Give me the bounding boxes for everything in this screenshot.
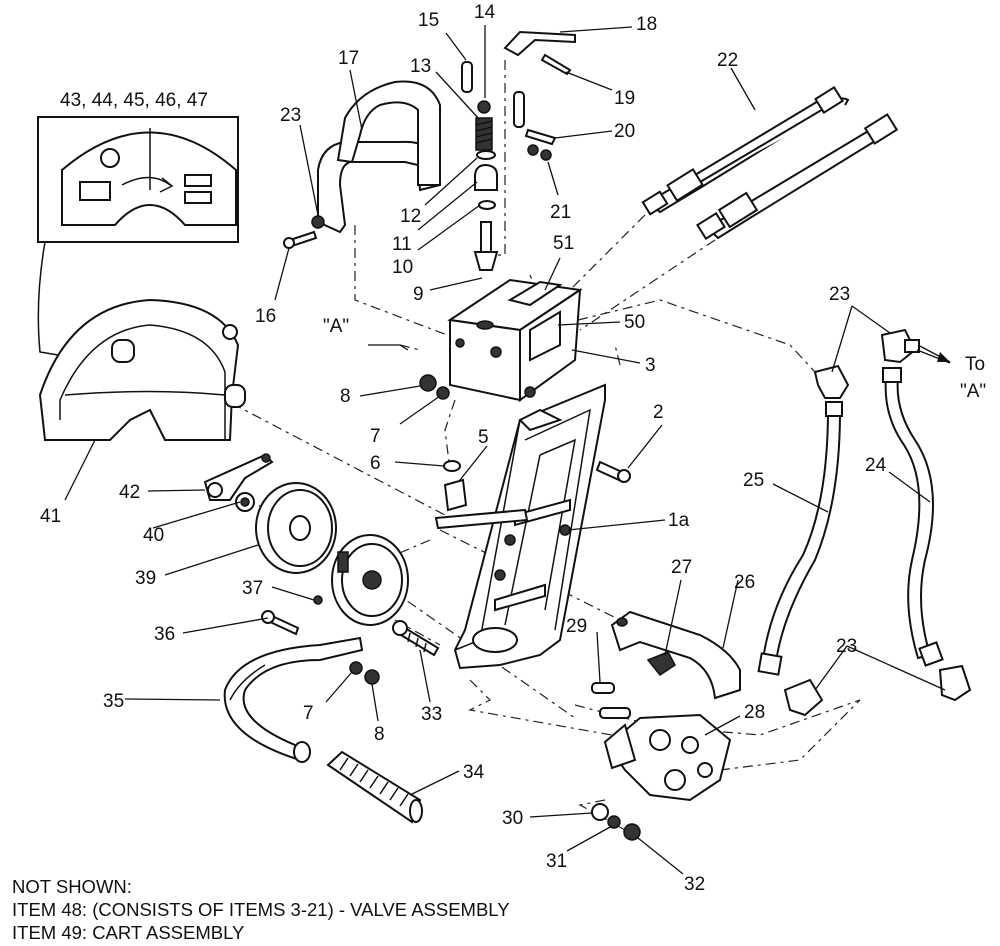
callout-label: 26 [734,572,755,593]
washer-7-lower [349,661,363,675]
callout-label: 28 [744,702,765,723]
notes-item-48: ITEM 48: (CONSISTS OF ITEMS 3-21) - VALV… [12,899,510,920]
callout-label: 19 [614,88,635,109]
notes-heading: NOT SHOWN: [12,876,132,897]
frame-1a [434,383,606,670]
callout-label: 15 [418,10,439,31]
callout-label: 7 [370,426,381,447]
callout-label: 16 [255,306,276,327]
callout-label: 1a [668,510,690,531]
hose-24 [884,377,934,660]
callout-label: 23 [280,105,301,126]
callout-label: "A" [960,381,986,402]
callout-label: 9 [413,284,424,305]
nut-32 [623,823,641,841]
callout-label: 8 [340,386,351,407]
callout-label: 21 [550,202,571,223]
pin-29 [591,682,615,694]
callout-label: 13 [410,56,431,77]
nut-8-lower [364,669,380,685]
callout-label: 50 [624,312,645,333]
callout-label: 14 [474,2,496,23]
callout-labels: 43, 44, 45, 46, 47 23 17 15 14 13 18 19 … [40,2,986,895]
handlebar-35 [223,636,364,763]
valve-body-3 [447,278,583,402]
callout-label: 7 [303,703,314,724]
callout-label: 29 [566,616,587,637]
callout-label: 31 [546,851,567,872]
not-shown-notes: NOT SHOWN: ITEM 48: (CONSISTS OF ITEMS 3… [12,875,510,944]
callout-label: 23 [829,284,850,305]
nut-8-upper [419,374,437,392]
callout-label: To [965,354,985,375]
valve-small-parts [461,30,576,271]
callout-label: 37 [242,578,263,599]
fitting-5 [443,478,468,512]
callout-label: 5 [478,427,489,448]
tension-arm-42 [203,453,274,501]
callout-label: 8 [374,724,385,745]
decal-inset [37,116,239,356]
callout-label: 33 [421,704,442,725]
handle-17 [311,80,442,234]
blade-guard-41 [38,298,246,441]
notes-item-49: ITEM 49: CART ASSEMBLY [12,922,245,943]
callout-label: 11 [392,234,412,255]
callout-label: 12 [400,206,421,227]
grip-34 [326,750,423,824]
callout-label: 24 [865,455,887,476]
callout-label: 35 [103,691,124,712]
callout-label: 20 [614,121,635,142]
callout-label: 42 [119,482,140,503]
callout-label: 40 [143,525,164,546]
callout-label: 6 [370,453,381,474]
callout-label: 22 [717,50,738,71]
callout-label: 2 [653,402,664,423]
pump-28 [599,707,732,802]
bolt-33 [392,620,440,657]
callout-label: 23 [836,636,857,657]
pulley-39 [255,482,337,574]
callout-label: "A" [323,316,349,337]
cam-27 [646,651,676,677]
callout-label: 10 [392,257,413,278]
callout-label: 27 [671,557,692,578]
hoses-22 [641,86,899,240]
callout-label: 3 [645,355,656,376]
leader-lines [64,25,951,875]
hose-25 [760,408,842,672]
callout-label: 32 [684,874,705,895]
callout-label: 41 [40,506,61,527]
lock-washer-31 [607,815,621,829]
key-37 [313,595,323,605]
arrow-to-a [917,344,951,363]
elbow-fittings-23 [783,328,972,717]
callout-label: 39 [135,568,156,589]
bracket-26 [610,610,741,700]
callout-label: 18 [636,14,657,35]
callout-label: 34 [463,762,485,783]
callout-label: 17 [338,48,359,69]
pulley-38 [331,534,409,626]
o-ring-6 [443,460,461,472]
washer-30 [591,803,609,821]
callout-label: 30 [502,808,523,829]
callout-label: 51 [553,233,574,254]
callout-label: 43, 44, 45, 46, 47 [60,90,208,111]
washer-40 [235,492,255,512]
callout-label: 25 [743,470,764,491]
callout-label: 36 [154,624,175,645]
